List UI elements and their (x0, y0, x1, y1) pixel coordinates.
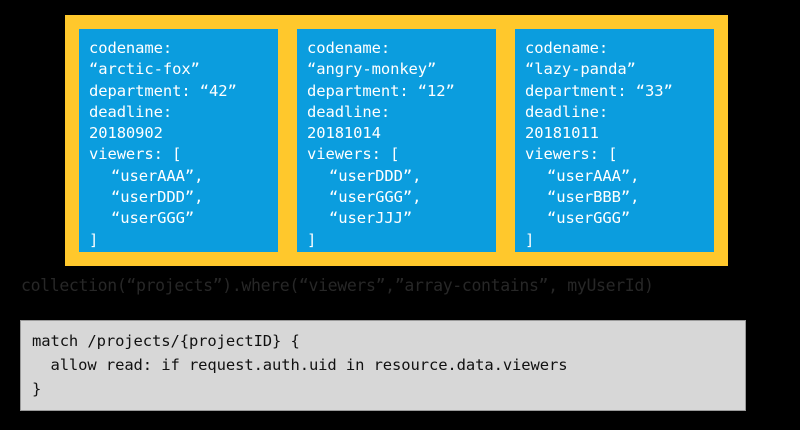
document-viewer-entry: “userAAA”, (547, 166, 640, 185)
document-field-line: codename: (307, 39, 391, 57)
document-field-line: “angry-monkey” (307, 60, 437, 79)
document-field-line: deadline: (89, 102, 173, 121)
rules-code-line: } (32, 380, 42, 398)
security-rules-code-block: match /projects/{projectID} { allow read… (20, 320, 746, 411)
document-field-line: department: “42” (89, 81, 237, 100)
document-field-line: 20180902 (89, 124, 163, 143)
document-field-line: codename: (525, 39, 609, 57)
document-viewer-entry: “userBBB”, (547, 188, 640, 207)
rules-code-line: match /projects/{projectID} { (32, 332, 300, 350)
query-statement: collection(“projects”).where(“viewers”,”… (21, 276, 654, 295)
document-field-line: department: “33” (525, 81, 673, 100)
document-field-line: viewers: [ (525, 145, 618, 164)
document-field-line: deadline: (525, 102, 609, 121)
document-card-angry-monkey[interactable]: codename: “angry-monkey” department: “12… (297, 29, 496, 252)
document-card-arctic-fox[interactable]: codename: “arctic-fox” department: “42” … (79, 29, 278, 252)
document-viewer-entry: “userGGG” (111, 209, 195, 228)
document-field-line: department: “12” (307, 81, 455, 100)
document-field-line: “arctic-fox” (89, 60, 200, 79)
document-field-line: viewers: [ (307, 145, 400, 164)
collection-container: codename: “arctic-fox” department: “42” … (65, 15, 728, 266)
document-field-line: viewers: [ (89, 145, 182, 164)
document-viewer-entry: “userDDD”, (111, 188, 204, 207)
document-viewer-entry: “userJJJ” (329, 209, 413, 228)
document-field-line: deadline: (307, 102, 391, 121)
document-field-line: 20181014 (307, 124, 381, 143)
document-field-line: ] (89, 230, 99, 249)
document-viewer-entry: “userGGG”, (329, 188, 422, 207)
rules-code-line: allow read: if request.auth.uid in resou… (32, 356, 568, 374)
document-field-line: ] (525, 230, 535, 249)
document-viewer-entry: “userAAA”, (111, 166, 204, 185)
document-field-line: 20181011 (525, 124, 599, 143)
document-field-line: ] (307, 230, 317, 249)
document-viewer-entry: “userGGG” (547, 209, 631, 228)
document-field-line: codename: (89, 39, 173, 57)
document-card-lazy-panda[interactable]: codename: “lazy-panda” department: “33” … (515, 29, 714, 252)
document-viewer-entry: “userDDD”, (329, 166, 422, 185)
document-field-line: “lazy-panda” (525, 60, 636, 79)
